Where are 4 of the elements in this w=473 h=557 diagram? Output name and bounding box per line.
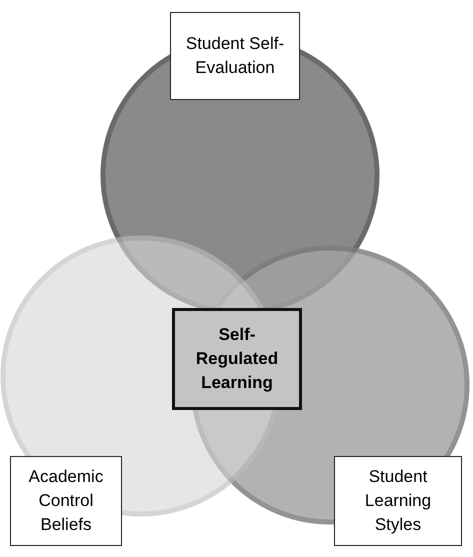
label-box: Student Self-Evaluation [170,12,300,100]
label-box: Academic Control Beliefs [10,456,122,546]
label-box: Student Learning Styles [334,456,462,546]
center-label-box: Self-Regulated Learning [172,308,302,410]
